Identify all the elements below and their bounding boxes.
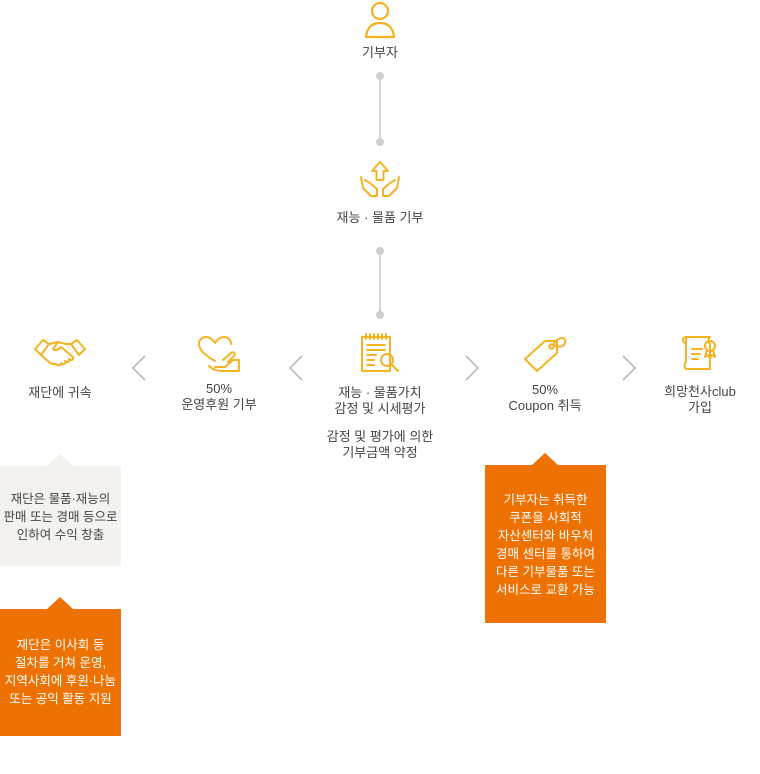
- node-donor: 기부자: [330, 0, 430, 61]
- club-label-2: 가입: [688, 400, 712, 415]
- document-search-icon: [361, 333, 399, 372]
- node-donation: 재능 · 물품 기부: [320, 160, 440, 226]
- callout-notch: [47, 597, 73, 609]
- donation-label: 재능 · 물품 기부: [336, 210, 424, 225]
- connector-line: [379, 251, 381, 315]
- exchange-line-4: 경매 센터를 통하여: [496, 547, 595, 561]
- support-percent: 50%: [205, 381, 233, 396]
- chevron-left-icon: [288, 355, 303, 381]
- appraisal-note-1: 감정 및 평가에 의한: [326, 429, 434, 444]
- handshake-icon: [34, 339, 86, 367]
- node-coupon: 50% Coupon 취득: [485, 335, 605, 414]
- coupon-percent: 50%: [531, 382, 559, 397]
- exchange-line-1: 기부자는 취득한: [503, 493, 588, 507]
- exchange-line-2: 쿠폰을 사회적: [509, 511, 582, 525]
- sales-line-3: 인하여 수익 창출: [16, 528, 105, 542]
- donor-label: 기부자: [362, 45, 398, 60]
- chevron-right-icon: [465, 355, 480, 381]
- node-support: 50% 운영후원 기부: [159, 335, 279, 413]
- appraisal-note-2: 기부금액 약정: [342, 445, 418, 460]
- hands-up-arrow-icon: [360, 161, 400, 197]
- callout-notch: [47, 454, 73, 466]
- sales-line-1: 재단은 물품·재능의: [10, 492, 111, 506]
- hand-heart-icon: [198, 336, 240, 372]
- foundation-label: 재단에 귀속: [28, 385, 92, 400]
- connector-dot: [376, 72, 384, 80]
- node-club: 희망천사club 가입: [640, 335, 760, 416]
- club-label-1: 희망천사club: [664, 384, 736, 399]
- support-label: 운영후원 기부: [181, 397, 257, 412]
- operation-line-1: 재단은 이사회 등: [16, 638, 105, 652]
- callout-coupon-exchange: 기부자는 취득한 쿠폰을 사회적 자산센터와 바우처 경매 센터를 통하여 다른…: [485, 453, 606, 623]
- callout-operation: 재단은 이사회 등 절차를 거쳐 운영, 지역사회에 후원·나눔 또는 공익 활…: [0, 597, 121, 736]
- connector-dot: [376, 311, 384, 319]
- chevron-left-icon: [131, 355, 146, 381]
- scroll-ribbon-icon: [682, 336, 716, 370]
- connector-line: [379, 76, 381, 142]
- exchange-line-3: 자산센터와 바우처: [497, 529, 594, 543]
- node-appraisal: 재능 · 물품가치 감정 및 시세평가 감정 및 평가에 의한 기부금액 약정: [310, 333, 450, 461]
- node-foundation: 재단에 귀속: [0, 335, 120, 401]
- appraisal-label-2: 감정 및 시세평가: [334, 401, 426, 416]
- appraisal-label-1: 재능 · 물품가치: [338, 385, 422, 400]
- callout-sales: 재단은 물품·재능의 판매 또는 경매 등으로 인하여 수익 창출: [0, 454, 121, 566]
- callout-notch: [532, 453, 558, 465]
- sales-line-2: 판매 또는 경매 등으로: [3, 510, 118, 524]
- chevron-right-icon: [622, 355, 637, 381]
- operation-line-4: 또는 공익 활동 지원: [9, 692, 112, 706]
- connector-dot: [376, 247, 384, 255]
- price-tag-icon: [524, 337, 567, 372]
- operation-line-3: 지역사회에 후원·나눔: [4, 674, 117, 688]
- coupon-label: Coupon 취득: [508, 398, 582, 413]
- person-icon: [364, 1, 396, 39]
- exchange-line-5: 다른 기부물품 또는: [496, 565, 595, 579]
- connector-dot: [376, 138, 384, 146]
- operation-line-2: 절차를 거쳐 운영,: [15, 656, 106, 670]
- exchange-line-6: 서비스로 교환 가능: [496, 583, 595, 597]
